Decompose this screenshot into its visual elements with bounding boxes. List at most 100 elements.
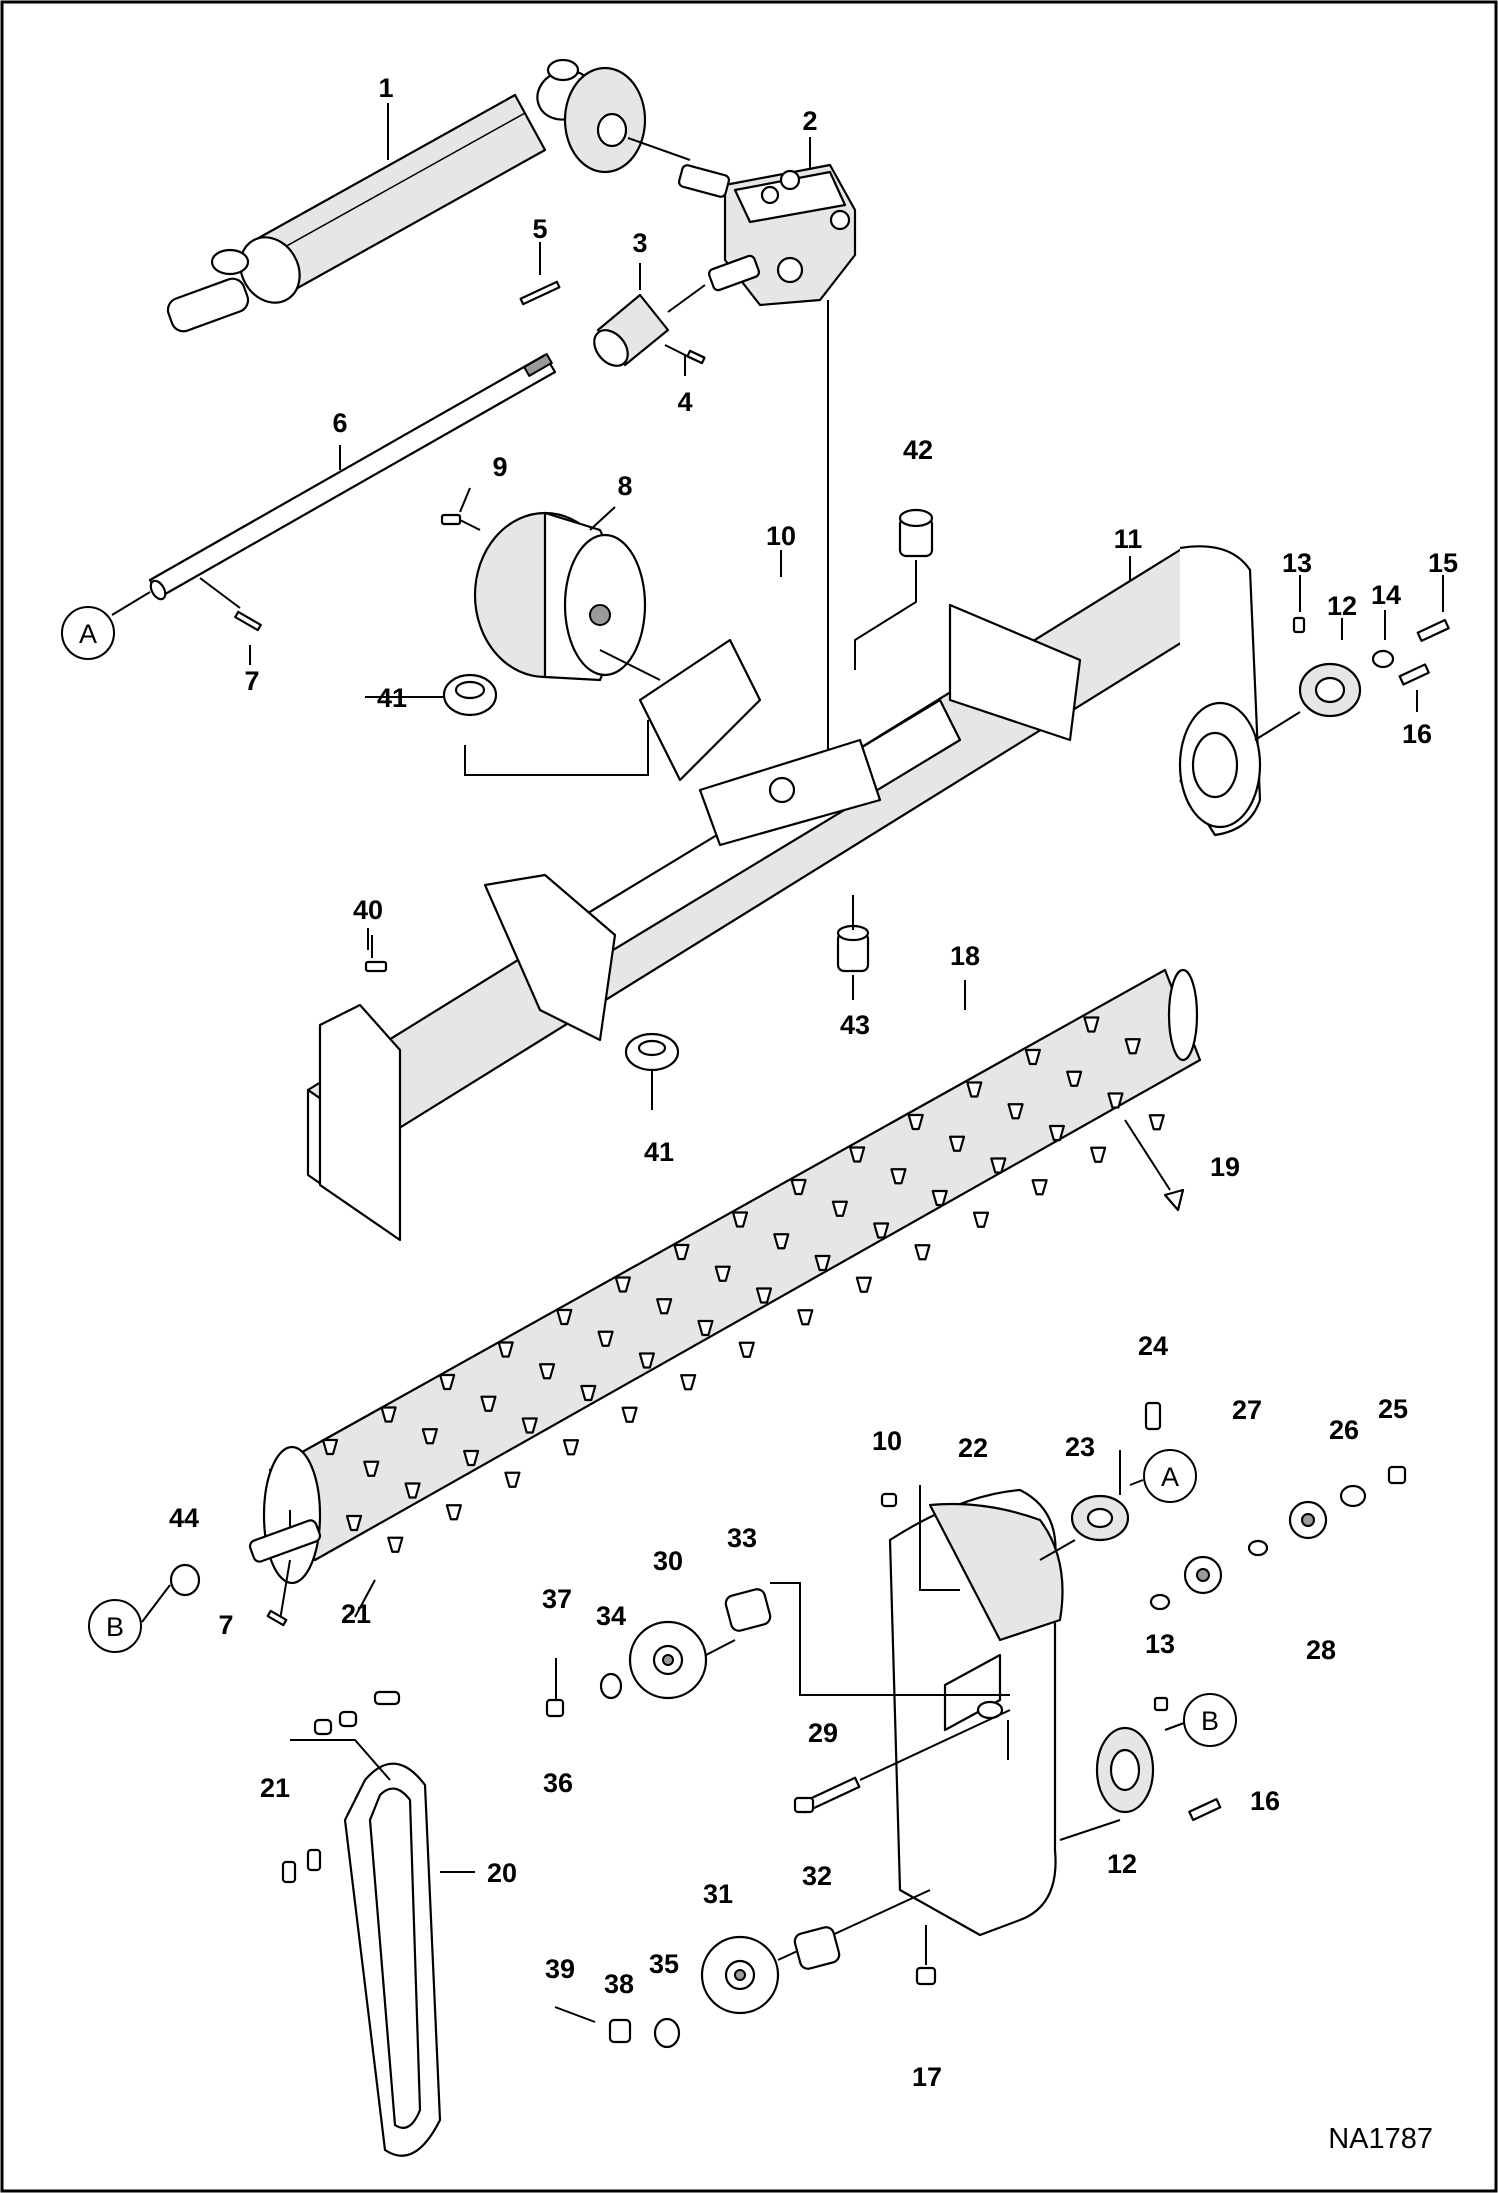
callout-40: 40	[353, 895, 383, 925]
callout-5: 5	[532, 214, 547, 244]
drive-drum	[473, 511, 661, 682]
callout-12a: 12	[1327, 591, 1357, 621]
ref-a-case: A	[1161, 1462, 1179, 1492]
connector-links-lower	[281, 1848, 322, 1884]
callout-18: 18	[950, 941, 980, 971]
callout-13a: 13	[1282, 548, 1312, 578]
callout-15: 15	[1428, 548, 1458, 578]
rotor-tooth	[714, 1265, 731, 1282]
rotor-tooth	[387, 1536, 404, 1553]
sprocket-31	[700, 1889, 931, 2015]
nut-38	[608, 2018, 632, 2044]
callout-44: 44	[169, 1503, 199, 1533]
rotor-tooth	[556, 1308, 573, 1326]
callout-35: 35	[649, 1949, 679, 1979]
lock-collar-lower	[624, 1032, 680, 1110]
callout-7b: 7	[218, 1610, 233, 1640]
rotor-tooth	[1007, 1103, 1024, 1120]
washer-28a	[1247, 1539, 1269, 1557]
bolt-29	[793, 1709, 1011, 1814]
callout-21a: 21	[341, 1599, 371, 1629]
callout-1: 1	[378, 73, 393, 103]
callout-32: 32	[802, 1861, 832, 1891]
rotor-tooth	[1090, 1146, 1107, 1163]
shaft-key-7b	[266, 1609, 288, 1627]
callout-10b: 10	[872, 1426, 902, 1456]
rotor-tooth	[914, 1244, 931, 1261]
callout-34: 34	[596, 1601, 626, 1631]
bushing-42	[854, 508, 934, 670]
rotor-tooth	[890, 1168, 907, 1185]
cotter-39	[554, 2006, 596, 2023]
bolt-16-upper	[1398, 663, 1430, 686]
callout-16a: 16	[1402, 719, 1432, 749]
callout-20: 20	[487, 1858, 517, 1888]
tine-tooth-19	[1124, 1119, 1185, 1212]
rotor-tooth	[814, 1254, 831, 1272]
callout-31: 31	[703, 1879, 733, 1909]
flange-bearing-upper	[1254, 662, 1362, 741]
drive-shaft	[111, 352, 557, 616]
rotor-tooth	[773, 1233, 790, 1250]
rotor-tooth	[673, 1243, 690, 1261]
chain-case	[888, 1485, 1064, 1937]
drawing-number: NA1787	[1328, 2123, 1433, 2155]
reference-circles	[61, 606, 1237, 1747]
callout-41b: 41	[644, 1137, 674, 1167]
rotor-tooth	[363, 1460, 380, 1477]
lock-collar-upper	[442, 673, 649, 776]
rotor-tooth	[831, 1200, 848, 1217]
rotor-tooth	[849, 1146, 866, 1163]
ref-b-rotor: B	[106, 1612, 124, 1642]
cap-screw-10	[880, 1492, 898, 1508]
rotor-tooth	[1148, 1114, 1165, 1131]
rotor-tooth	[855, 1276, 872, 1293]
rotor-tooth	[580, 1384, 597, 1402]
rotor-tooth	[1124, 1038, 1141, 1055]
rotor-tooth	[504, 1471, 521, 1488]
callout-17: 17	[912, 2062, 942, 2092]
gearbox	[677, 163, 857, 780]
rotor-tooth	[790, 1178, 807, 1196]
rotor-tooth	[321, 1438, 339, 1456]
rotor-tooth	[421, 1428, 438, 1445]
callout-labels: 1 2 3 4 5 6 7 7 8 9 10 10 11 12 12 13 13…	[169, 73, 1458, 2092]
callout-16b: 16	[1250, 1786, 1280, 1816]
idler-sprocket-lower	[1183, 1555, 1223, 1595]
rotor-tooth	[797, 1309, 814, 1326]
rotor-tooth	[990, 1157, 1007, 1174]
sprocket-30	[628, 1620, 736, 1700]
nut-36	[545, 1698, 565, 1718]
bolt-24	[1144, 1401, 1162, 1431]
rotor-tooth	[972, 1211, 990, 1228]
callout-7a: 7	[244, 666, 259, 696]
bolt-15	[1416, 618, 1450, 642]
rotor-tooth	[404, 1482, 421, 1499]
rotor-tooth	[731, 1211, 749, 1228]
callout-12b: 12	[1107, 1849, 1137, 1879]
callout-9: 9	[492, 452, 507, 482]
callout-22: 22	[958, 1433, 988, 1463]
callout-8: 8	[617, 471, 632, 501]
drum-bolt	[440, 513, 481, 531]
nut-17	[915, 1925, 937, 1986]
rotor-tooth	[463, 1449, 480, 1467]
rotor-tooth	[1066, 1070, 1083, 1087]
rotor-tooth	[439, 1373, 456, 1391]
rotor-tooth	[445, 1504, 462, 1521]
callout-39: 39	[545, 1954, 575, 1984]
callout-42: 42	[903, 435, 933, 465]
callout-4: 4	[677, 387, 692, 417]
flange-bearing-23	[1039, 1450, 1130, 1561]
leader-lines	[249, 103, 1444, 1760]
rotor-tooth	[345, 1514, 363, 1532]
rotor-tooth	[521, 1417, 538, 1434]
snap-ring	[169, 1563, 201, 1597]
ref-a-shaft: A	[79, 619, 97, 649]
rotor-tooth	[948, 1135, 966, 1152]
washer-28b	[1149, 1593, 1171, 1611]
pto-driveline	[166, 58, 691, 333]
ref-b-case: B	[1201, 1706, 1219, 1736]
rotor-tooth	[497, 1341, 514, 1358]
